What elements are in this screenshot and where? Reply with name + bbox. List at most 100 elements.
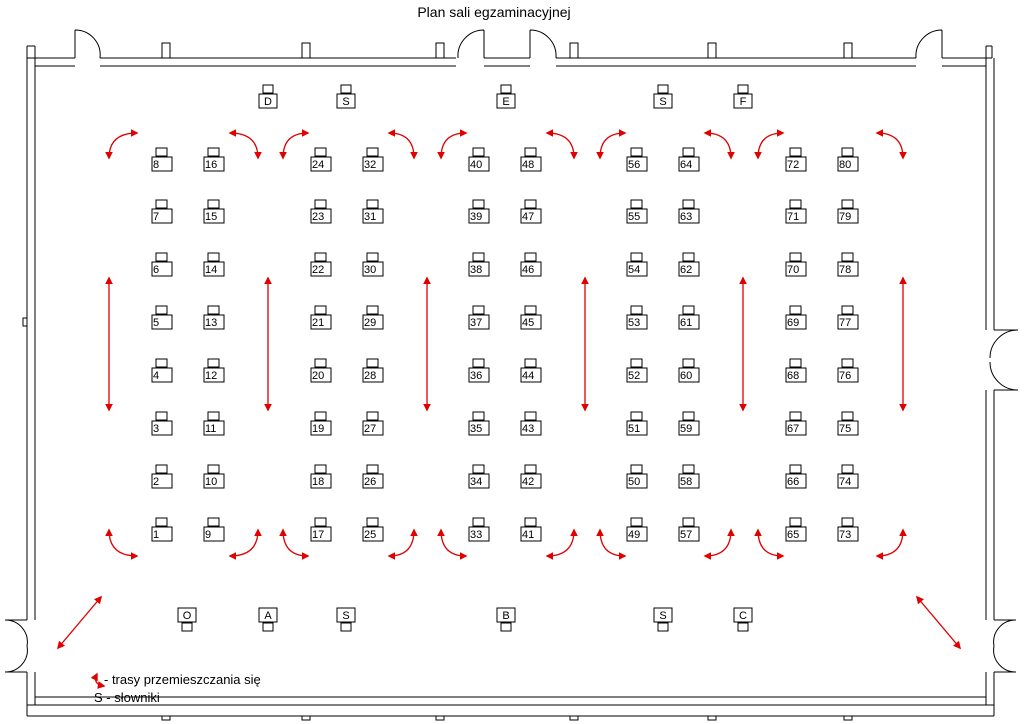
desk-40: 40: [468, 147, 490, 172]
desk-box: [310, 420, 332, 436]
desk-box: [310, 156, 332, 172]
chair: [630, 147, 643, 157]
station-top-S: S: [336, 84, 356, 109]
chair: [314, 358, 327, 368]
desk-59: 59: [678, 411, 700, 436]
desk-50: 50: [626, 464, 648, 489]
desk-box: [310, 367, 332, 383]
desk-41: 41: [520, 517, 542, 542]
desk-55: 55: [626, 199, 648, 224]
desk-number: 46: [522, 264, 534, 276]
station-label: E: [502, 96, 509, 108]
desk-box: [310, 208, 332, 224]
desk-number: 15: [205, 211, 217, 223]
chair: [155, 517, 168, 527]
desk-3: 3: [151, 411, 173, 436]
station-top-D: D: [258, 84, 278, 109]
chair: [207, 199, 220, 209]
chair: [841, 199, 854, 209]
chair: [155, 252, 168, 262]
chair: [207, 464, 220, 474]
desk-number: 19: [312, 423, 324, 435]
desk-number: 24: [312, 159, 324, 171]
door-swing-icon: [4, 29, 1019, 673]
desk-number: 55: [628, 211, 640, 223]
desk-box: [785, 261, 807, 277]
desk-13: 13: [203, 305, 225, 330]
chair: [524, 517, 537, 527]
desk-box: [520, 314, 542, 330]
station-bottom-S: S: [653, 607, 673, 632]
desk-number: 75: [839, 423, 851, 435]
desk-box: [203, 526, 225, 542]
chair: [524, 411, 537, 421]
desk-9: 9: [203, 517, 225, 542]
desk-number: 16: [205, 159, 217, 171]
chair: [682, 252, 695, 262]
desk-box: [785, 156, 807, 172]
curved-double-arrow-icon: [90, 672, 106, 689]
desk-29: 29: [362, 305, 384, 330]
desk-box: [203, 473, 225, 489]
desk-number: 3: [153, 423, 159, 435]
plan-title: Plan sali egzaminacyjnej: [417, 4, 570, 20]
desk-box: [626, 314, 648, 330]
station-top-E: E: [496, 84, 516, 109]
desk-number: 53: [628, 317, 640, 329]
chair: [630, 464, 643, 474]
desk-box: [837, 367, 859, 383]
desk-box: [468, 314, 490, 330]
chair: [366, 464, 379, 474]
station-bottom-A: A: [258, 607, 278, 632]
chair: [630, 358, 643, 368]
desk-box: [626, 261, 648, 277]
desk-23: 23: [310, 199, 332, 224]
chair: [524, 199, 537, 209]
desk-number: 28: [364, 370, 376, 382]
chair: [789, 305, 802, 315]
desk-number: 18: [312, 476, 324, 488]
legend-routes-label: - trasy przemieszczania się: [104, 672, 261, 687]
desk-number: 56: [628, 159, 640, 171]
desk-box: [785, 526, 807, 542]
legend-dictionaries-label: S - słowniki: [94, 690, 160, 705]
desk-15: 15: [203, 199, 225, 224]
desk-76: 76: [837, 358, 859, 383]
desk-number: 43: [522, 423, 534, 435]
desk-number: 23: [312, 211, 324, 223]
desk-number: 5: [153, 317, 159, 329]
desk-box: [468, 208, 490, 224]
desk-number: 7: [153, 211, 159, 223]
desk-box: [310, 314, 332, 330]
desk-64: 64: [678, 147, 700, 172]
desk-80: 80: [837, 147, 859, 172]
desk-number: 38: [470, 264, 482, 276]
chair: [207, 358, 220, 368]
desk-17: 17: [310, 517, 332, 542]
chair: [789, 517, 802, 527]
desk-box: [468, 420, 490, 436]
desk-14: 14: [203, 252, 225, 277]
desk-78: 78: [837, 252, 859, 277]
station-bottom-B: B: [496, 607, 516, 632]
desk-number: 8: [153, 159, 159, 171]
desk-box: [468, 367, 490, 383]
desk-number: 49: [628, 529, 640, 541]
chair: [366, 147, 379, 157]
chair: [789, 147, 802, 157]
desk-box: [151, 261, 173, 277]
chair: [314, 305, 327, 315]
curved-double-arrow-icon: [875, 129, 907, 160]
chair: [841, 464, 854, 474]
chair: [524, 464, 537, 474]
desk-box: [362, 526, 384, 542]
desk-number: 76: [839, 370, 851, 382]
chair: [472, 464, 485, 474]
desk-box: [310, 526, 332, 542]
desk-34: 34: [468, 464, 490, 489]
chair: [472, 252, 485, 262]
desk-20: 20: [310, 358, 332, 383]
desk-68: 68: [785, 358, 807, 383]
desk-box: [785, 367, 807, 383]
desk-number: 4: [153, 370, 159, 382]
